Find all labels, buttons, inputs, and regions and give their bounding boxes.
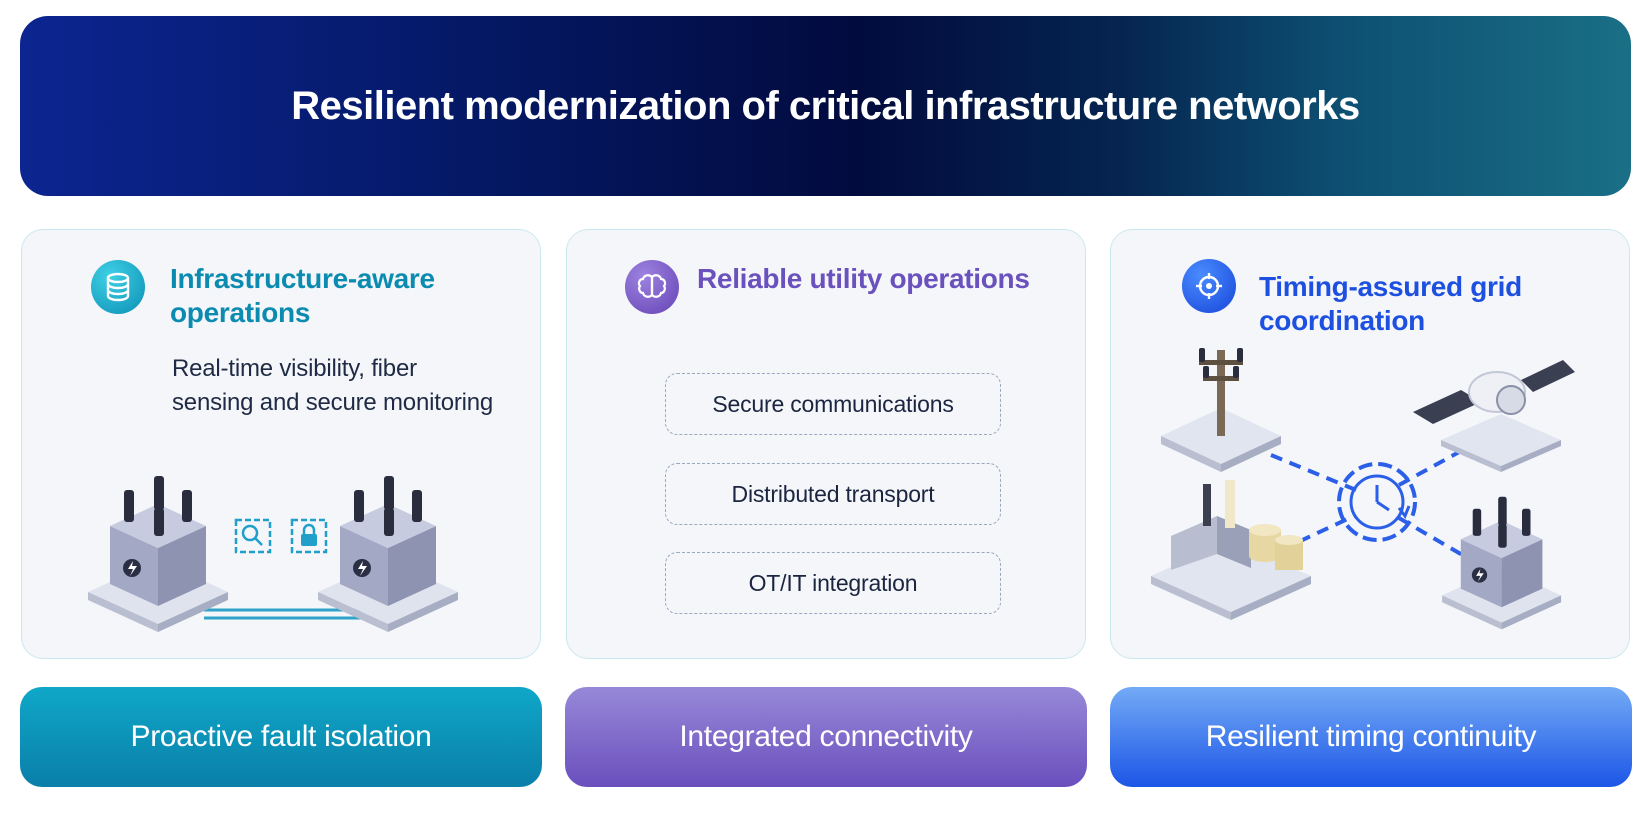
feature-pill: Distributed transport: [665, 463, 1001, 525]
grid-timing-illustration: [1151, 348, 1575, 630]
feature-pill: Secure communications: [665, 373, 1001, 435]
crosshair-icon: [1182, 259, 1236, 313]
page-title: Resilient modernization of critical infr…: [291, 83, 1360, 128]
panel-title: Timing-assured grid coordination: [1259, 270, 1522, 338]
footer-resilient-timing-continuity: Resilient timing continuity: [1110, 687, 1632, 787]
panel-title-line: Infrastructure-aware: [170, 263, 435, 294]
database-icon: [91, 260, 145, 314]
transformer-icon: [88, 476, 228, 632]
footer-integrated-connectivity: Integrated connectivity: [565, 687, 1087, 787]
panel-reliable-utility: Reliable utility operations Secure commu…: [566, 229, 1086, 659]
panel-title-line: operations: [170, 297, 311, 328]
magnifier-icon: [234, 518, 272, 554]
clock-sync-icon: [1337, 462, 1417, 542]
satellite-icon: [1413, 360, 1575, 472]
panel-title-line: coordination: [1259, 305, 1425, 336]
power-plant-icon: [1151, 480, 1311, 620]
utility-pole-icon: [1161, 348, 1281, 472]
substation-link-illustration: [88, 476, 458, 632]
transformer-icon: [1442, 496, 1562, 630]
panel-infrastructure-aware: Infrastructure-aware operations Real-tim…: [21, 229, 541, 659]
panel-title: Reliable utility operations: [697, 263, 1030, 294]
panel-title-line: Timing-assured grid: [1259, 271, 1522, 302]
footer-proactive-fault-isolation: Proactive fault isolation: [20, 687, 542, 787]
panel-timing-assured: Timing-assured grid coordination: [1110, 229, 1630, 659]
lock-icon: [290, 518, 328, 554]
header-banner: Resilient modernization of critical infr…: [20, 16, 1631, 196]
panel-subtitle: Real-time visibility, fiber sensing and …: [172, 355, 494, 416]
brain-icon: [625, 260, 679, 314]
feature-pill: OT/IT integration: [665, 552, 1001, 614]
transformer-icon: [318, 476, 458, 632]
panel-title: Infrastructure-aware operations: [170, 262, 435, 330]
